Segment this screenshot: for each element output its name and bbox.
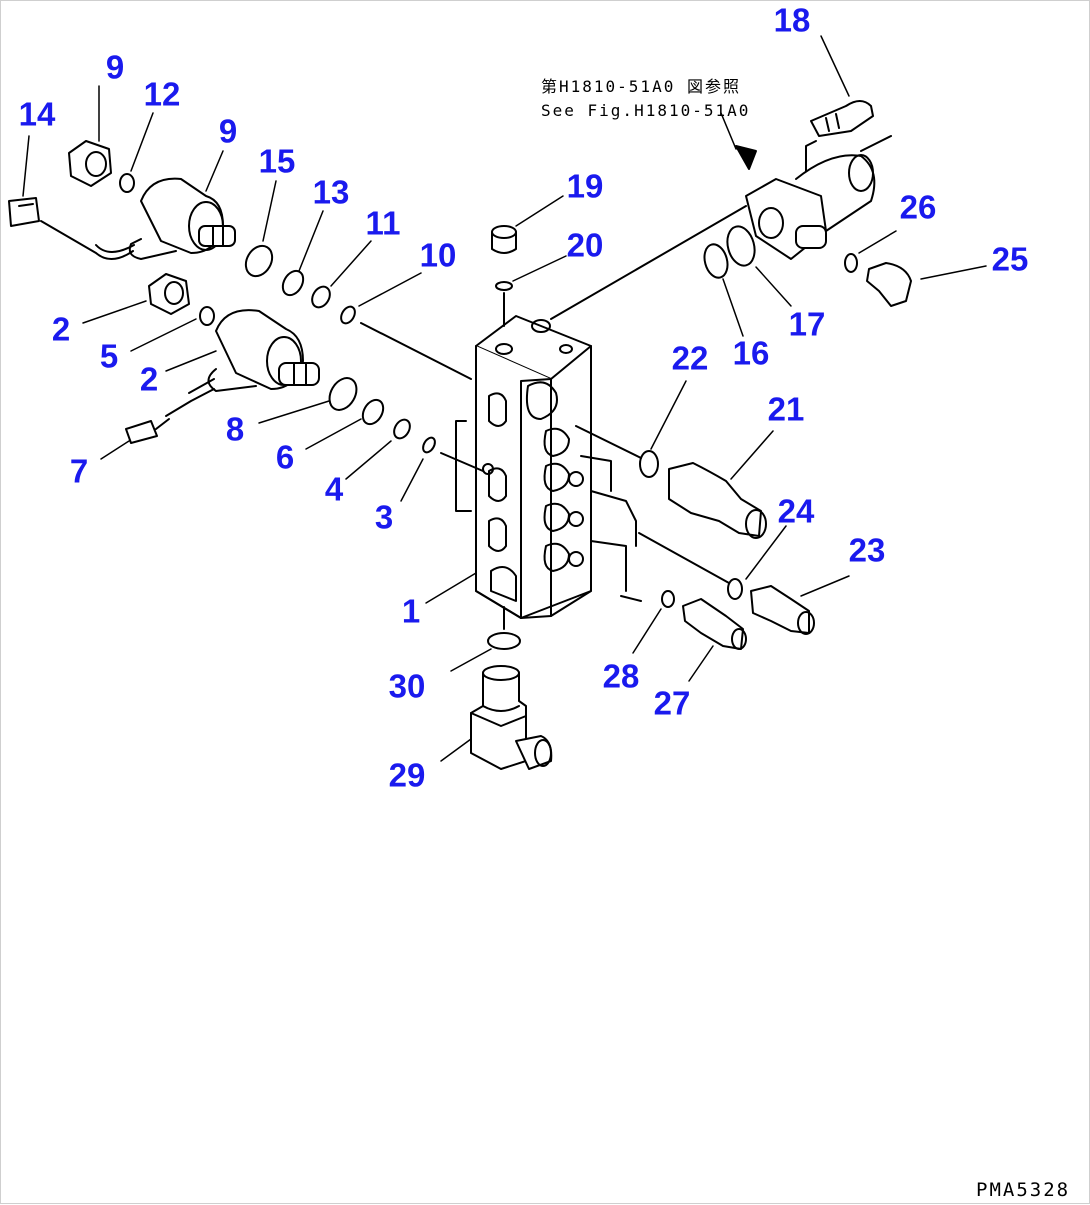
callout-11: 11 <box>365 204 401 242</box>
drawing-code: PMA5328 <box>976 1179 1071 1201</box>
fitting-27 <box>661 590 747 650</box>
callout-21: 21 <box>767 390 805 428</box>
callout-2: 2 <box>139 360 159 398</box>
callout-2: 2 <box>51 310 71 348</box>
solenoid-lower <box>125 309 320 444</box>
callout-27: 27 <box>653 684 691 722</box>
callout-10: 10 <box>419 236 457 274</box>
callout-17: 17 <box>788 305 826 343</box>
callout-16: 16 <box>732 334 770 372</box>
callout-3: 3 <box>374 498 394 536</box>
callout-25: 25 <box>991 240 1029 278</box>
nut-upper <box>68 140 135 193</box>
fitting-21 <box>575 425 767 539</box>
callout-30: 30 <box>388 667 426 705</box>
callout-23: 23 <box>848 531 886 569</box>
callout-4: 4 <box>324 470 344 508</box>
callout-20: 20 <box>566 226 604 264</box>
callout-13: 13 <box>312 173 350 211</box>
callout-26: 26 <box>899 188 937 226</box>
callout-9: 9 <box>105 48 125 86</box>
callout-15: 15 <box>258 142 296 180</box>
callout-5: 5 <box>99 337 119 375</box>
solenoid-upper <box>8 177 236 260</box>
fitting-bottom <box>470 606 553 770</box>
callout-8: 8 <box>225 410 245 448</box>
solenoid-right <box>550 100 912 320</box>
valve-body <box>455 315 642 619</box>
callout-18: 18 <box>773 1 811 39</box>
callout-12: 12 <box>143 75 181 113</box>
plug-top <box>491 225 517 327</box>
callout-22: 22 <box>671 339 709 377</box>
o-rings-upper <box>244 244 472 380</box>
callout-24: 24 <box>777 492 815 530</box>
o-rings-lower <box>328 377 484 472</box>
fitting-23 <box>638 532 815 635</box>
callout-19: 19 <box>566 167 604 205</box>
callout-9: 9 <box>218 112 238 150</box>
callout-7: 7 <box>69 452 89 490</box>
callout-1: 1 <box>401 592 421 630</box>
callout-28: 28 <box>602 657 640 695</box>
leader-lines <box>22 35 987 762</box>
reference-note-en: See Fig.H1810-51A0 <box>541 101 751 120</box>
nut-lower <box>148 273 215 326</box>
callout-14: 14 <box>18 95 56 133</box>
callout-6: 6 <box>275 438 295 476</box>
callout-29: 29 <box>388 756 426 794</box>
reference-note-jp: 第H1810-51A0 図参照 <box>541 77 741 96</box>
